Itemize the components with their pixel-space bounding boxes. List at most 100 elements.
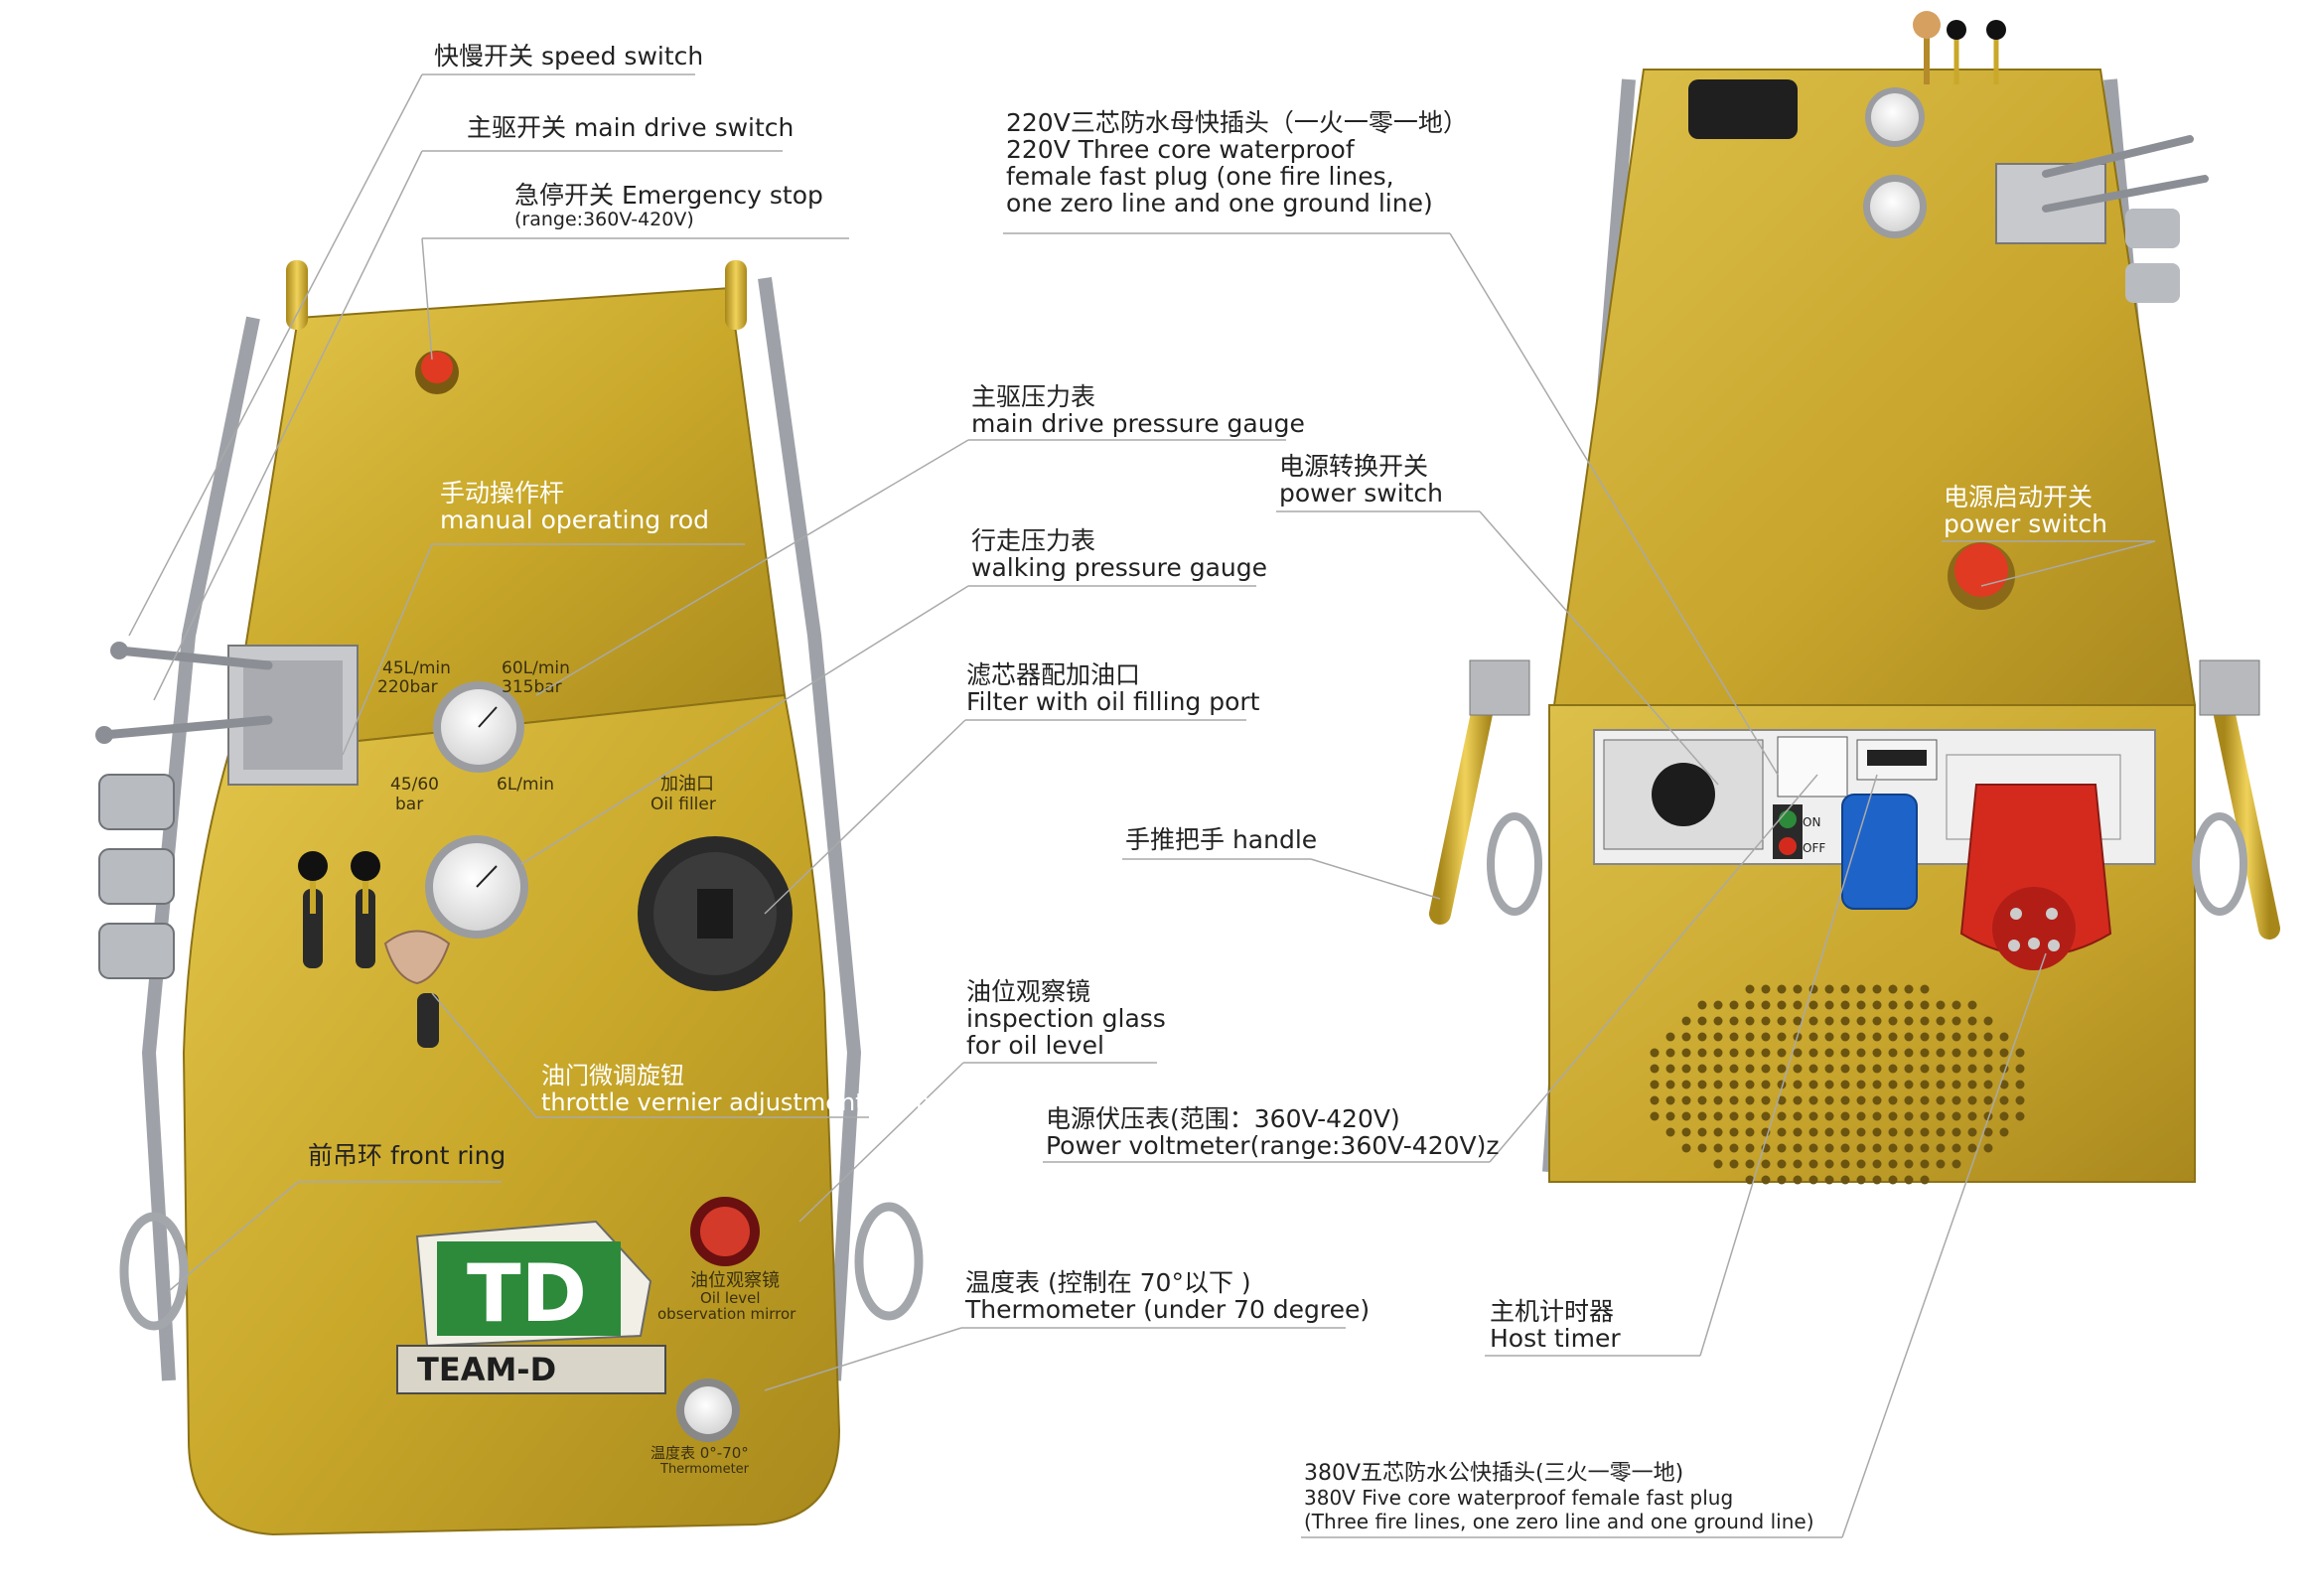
vent-hole xyxy=(1936,1000,1946,1010)
vent-hole xyxy=(1888,1159,1898,1169)
vent-hole xyxy=(1872,1127,1882,1137)
vent-hole xyxy=(1904,984,1914,994)
vent-hole xyxy=(1713,1095,1723,1105)
label-host-timer: 主机计时器 Host timer xyxy=(1490,1298,1621,1352)
vent-hole xyxy=(1904,1064,1914,1074)
vent-hole xyxy=(1793,1080,1803,1089)
vent-hole xyxy=(1952,1159,1961,1169)
vent-hole xyxy=(1777,1000,1787,1010)
vent-hole xyxy=(1856,1064,1866,1074)
vent-hole xyxy=(1697,1016,1707,1026)
vent-hole xyxy=(1920,984,1930,994)
vent-hole xyxy=(1872,1111,1882,1121)
panel-oil-level-en2: observation mirror xyxy=(657,1305,796,1323)
vent-hole xyxy=(1840,1159,1850,1169)
vent-hole xyxy=(1824,1143,1834,1153)
label-walking-gauge: 行走压力表 walking pressure gauge xyxy=(971,527,1267,581)
vent-hole xyxy=(1920,1127,1930,1137)
vent-hole xyxy=(1983,1080,1993,1089)
vent-hole xyxy=(1793,984,1803,994)
vent-hole xyxy=(2015,1064,2025,1074)
vent-hole xyxy=(1729,1111,1739,1121)
vent-hole xyxy=(1729,1127,1739,1137)
vent-hole xyxy=(1840,1127,1850,1137)
label-throttle: 油门微调旋钮 throttle vernier adjustment knob xyxy=(541,1063,931,1116)
vent-hole xyxy=(1920,1095,1930,1105)
vent-hole xyxy=(1888,1016,1898,1026)
vent-hole xyxy=(1665,1064,1675,1074)
panel-thermo-en: Thermometer xyxy=(659,1462,750,1477)
vent-hole xyxy=(1697,1111,1707,1121)
panel-oil-level-cn: 油位观察镜 xyxy=(690,1270,780,1291)
vent-hole xyxy=(1840,1048,1850,1058)
vent-hole xyxy=(1793,1143,1803,1153)
vent-hole xyxy=(1856,1095,1866,1105)
vent-hole xyxy=(1808,1080,1818,1089)
vent-hole xyxy=(1697,1032,1707,1042)
panel-oil-filler-en: Oil filler xyxy=(651,795,716,814)
label-filter: 滤芯器配加油口 Filter with oil filling port xyxy=(966,661,1259,715)
vent-hole xyxy=(1745,1080,1755,1089)
vent-hole xyxy=(1697,1143,1707,1153)
vent-hole xyxy=(1999,1032,2009,1042)
vent-hole xyxy=(1808,1048,1818,1058)
vent-hole xyxy=(1761,1032,1771,1042)
label-plug-380-en1: 380V Five core waterproof female fast pl… xyxy=(1304,1486,1734,1510)
vent-hole xyxy=(1761,1095,1771,1105)
vent-hole xyxy=(1793,1016,1803,1026)
vent-hole xyxy=(1983,1032,1993,1042)
vent-hole xyxy=(1952,1032,1961,1042)
vent-hole xyxy=(1793,1095,1803,1105)
vent-hole xyxy=(1808,1032,1818,1042)
vent-hole xyxy=(1920,1048,1930,1058)
vent-hole xyxy=(1824,1111,1834,1121)
vent-hole xyxy=(1920,1175,1930,1185)
label-plug-220-en2: female fast plug (one fire lines, xyxy=(1006,162,1394,191)
label-voltmeter-cn: 电源伏压表(范围：360V-420V) xyxy=(1046,1104,1400,1133)
vent-hole xyxy=(1729,1080,1739,1089)
vent-hole xyxy=(1713,1159,1723,1169)
vent-hole xyxy=(1761,1080,1771,1089)
vent-hole xyxy=(1872,1095,1882,1105)
label-thermometer-cn: 温度表 (控制在 70°以下 ) xyxy=(965,1268,1251,1297)
vent-hole xyxy=(1856,1032,1866,1042)
vent-hole xyxy=(1713,1080,1723,1089)
vent-hole xyxy=(1745,1032,1755,1042)
vent-hole xyxy=(1665,1032,1675,1042)
vent-hole xyxy=(1888,1000,1898,1010)
vent-hole xyxy=(1840,1175,1850,1185)
label-filter-en: Filter with oil filling port xyxy=(966,687,1260,716)
vent-hole xyxy=(1777,1064,1787,1074)
label-throttle-en: throttle vernier adjustment knob xyxy=(541,1088,932,1116)
label-power-switch-en: power switch xyxy=(1279,479,1444,508)
vent-hole xyxy=(1777,1159,1787,1169)
vent-hole xyxy=(1681,1016,1691,1026)
vent-hole xyxy=(1952,1048,1961,1058)
vent-hole xyxy=(1872,984,1882,994)
panel-bar: bar xyxy=(395,795,423,814)
vent-hole xyxy=(1920,1032,1930,1042)
label-power-start-en: power switch xyxy=(1944,509,2108,538)
panel-flow-45: 45L/min xyxy=(382,658,451,678)
vent-hole xyxy=(1761,1000,1771,1010)
vent-hole xyxy=(1904,1048,1914,1058)
vent-hole xyxy=(1745,1111,1755,1121)
vent-hole xyxy=(2015,1111,2025,1121)
label-plug-220-en1: 220V Three core waterproof xyxy=(1006,135,1355,164)
vent-hole xyxy=(1936,1095,1946,1105)
vent-hole xyxy=(1936,1080,1946,1089)
vent-hole xyxy=(1888,1080,1898,1089)
vent-hole xyxy=(1920,1064,1930,1074)
label-thermometer-en: Thermometer (under 70 degree) xyxy=(965,1295,1371,1324)
label-timer-en: Host timer xyxy=(1490,1324,1621,1353)
vent-hole xyxy=(1888,1143,1898,1153)
vent-hole xyxy=(1872,1016,1882,1026)
vent-hole xyxy=(1777,1032,1787,1042)
vent-hole xyxy=(1967,1127,1977,1137)
vent-hole xyxy=(1999,1095,2009,1105)
vent-hole xyxy=(1888,1032,1898,1042)
vent-hole xyxy=(1745,1159,1755,1169)
vent-hole xyxy=(1888,1111,1898,1121)
vent-hole xyxy=(1761,1159,1771,1169)
vent-hole xyxy=(1681,1095,1691,1105)
